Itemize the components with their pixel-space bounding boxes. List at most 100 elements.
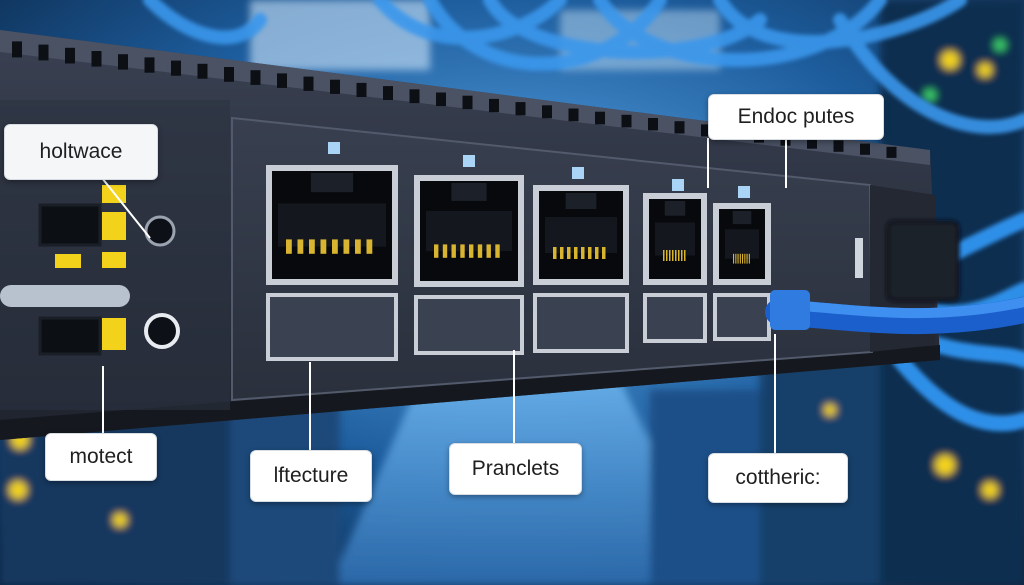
port-pin [744,253,746,264]
ethernet-port-3[interactable] [533,167,629,353]
vent-slot [250,70,261,85]
vent-slot [303,76,314,91]
vent-slot [197,63,208,79]
port-led [463,155,475,167]
status-indicator-top [144,215,176,247]
port-latch [451,183,487,201]
port-pin [309,239,315,254]
port-latch [565,193,597,209]
vent-slot [860,143,870,155]
port-led [572,167,584,179]
callout-motect-label: motect [69,445,133,468]
port-pin [733,253,735,264]
leader-holtwace [101,177,151,239]
vent-slot [515,102,526,116]
port-label-inner [717,297,767,337]
port-pin [460,244,465,258]
port-pin [739,253,741,264]
port-pin [553,247,557,259]
vent-slot [383,86,393,100]
vent-slot [674,121,685,134]
port-pin [332,239,338,254]
port-pin [560,247,564,259]
vent-slot [65,47,75,64]
port-latch [732,211,752,225]
port-pin [355,239,361,254]
vent-slot [621,114,632,128]
port-pin [434,244,439,258]
vent-slots [12,41,897,158]
ethernet-port-4[interactable] [643,179,707,343]
port-label-inner [418,299,520,351]
callout-motect: motect [45,433,157,481]
port-pin [477,244,483,258]
vent-slot [38,44,49,61]
port-pin [286,239,292,254]
vent-slot [701,124,711,137]
port-pin [666,250,668,261]
status-indicator-bottom [144,313,180,349]
vent-slot [12,41,22,58]
callout-pranclets-label: Pranclets [471,457,560,480]
port-pin [678,250,680,261]
callout-cottheric: cottheric: [708,453,848,503]
port-led [328,142,340,154]
port-pin [581,247,585,259]
vent-slot [833,140,844,152]
port-pin [495,244,500,258]
vent-slot [409,89,420,104]
port-pin [366,239,373,254]
port-pin [567,247,571,259]
vent-slot [144,57,155,73]
port-label-inner [647,297,703,339]
port-label-inner [537,297,625,349]
ethernet-port-1[interactable] [266,142,398,361]
callout-pranclets: Pranclets [449,443,582,495]
vent-slot [595,111,605,125]
blue-patch-cable[interactable] [765,290,1024,335]
left-port-top [38,203,102,247]
vent-slot [91,51,102,67]
vent-slot [462,95,473,110]
ethernet-port-2[interactable] [414,155,524,355]
ethernet-port-5[interactable] [713,186,771,341]
port-latch [664,201,686,216]
callout-endoc-putes: Endoc putes [708,94,884,140]
vent-slot [330,79,340,94]
callout-cottheric-label: cottheric: [735,466,821,489]
port-pin [748,253,750,264]
ethernet-port-group [266,142,771,361]
port-pin [442,244,448,258]
port-led [672,179,684,191]
vent-slot [489,98,499,113]
port-pin [672,250,674,261]
port-pin [343,239,350,254]
port-latch [310,173,354,193]
callout-holtwace-label: holtwace [39,140,123,163]
port-pin [675,250,677,261]
port-pin [320,239,327,254]
vent-slot [118,54,128,70]
vent-slot [224,67,234,82]
port-pin [595,247,599,259]
port-pin [681,250,683,261]
vent-slot [648,118,658,131]
vent-slot [886,146,897,158]
port-pin [742,253,744,264]
port-pin [588,247,592,259]
vent-slot [807,137,817,149]
port-pin [669,250,671,261]
port-pin [574,247,578,259]
port-label-inner [270,297,394,357]
vent-slot [277,73,287,88]
callout-lftecture: lftecture [250,450,372,502]
port-pin [663,250,665,261]
leader-lines [101,138,787,453]
blue-cables-top [143,0,1024,134]
port-pin [746,253,748,264]
port-pin [602,247,606,259]
vent-slot [542,105,552,119]
port-pin [737,253,739,264]
callout-lftecture-label: lftecture [273,464,349,487]
port-pin [486,244,491,258]
